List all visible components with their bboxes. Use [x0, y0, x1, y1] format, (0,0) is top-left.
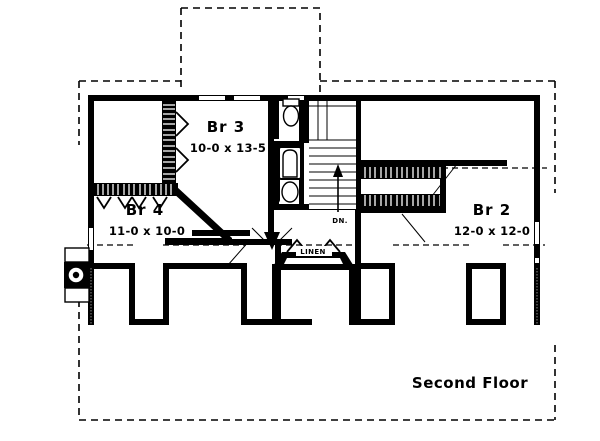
stair-treads [309, 105, 356, 205]
lavatory-sink [274, 172, 304, 210]
stair-down-label: DN. [332, 217, 348, 225]
stair-direction-arrow [333, 164, 343, 212]
closet-hatching-br4 [94, 183, 178, 210]
linen-wall-returns [272, 264, 355, 325]
chimney-detail [64, 247, 90, 303]
roof-overhang-outline [78, 7, 556, 421]
room-label-br4: Br 4 [126, 201, 165, 219]
room-dim-br2: 12-0 x 12-0 [454, 224, 530, 238]
closet-door-swings-left [175, 111, 190, 173]
plan-title: Second Floor [412, 374, 528, 392]
toilet-icon [282, 98, 300, 127]
closet-hatching-left-vertical [162, 101, 176, 185]
closet-hatching-br2-upper [361, 160, 507, 179]
angled-wall-br4 [165, 183, 250, 245]
closet-hatching-br2-lower [361, 179, 446, 213]
room-label-br2: Br 2 [473, 201, 512, 219]
door-entry-arrows [227, 222, 293, 266]
door-arrow-br3 [251, 222, 293, 250]
staircase [309, 101, 356, 212]
room-label-br3: Br 3 [207, 118, 246, 136]
room-dim-br4: 11-0 x 10-0 [109, 224, 185, 238]
closet-leader-lines [401, 163, 458, 243]
linen-closet: LINEN [272, 238, 356, 270]
linen-label: LINEN [300, 248, 326, 256]
br3-hall-wall [232, 101, 292, 245]
room-labels: Br 3 10-0 x 13-5 Br 4 11-0 x 10-0 Br 2 1… [109, 118, 530, 238]
bathtub [274, 141, 304, 180]
room-dim-br3: 10-0 x 13-5 [190, 141, 266, 155]
